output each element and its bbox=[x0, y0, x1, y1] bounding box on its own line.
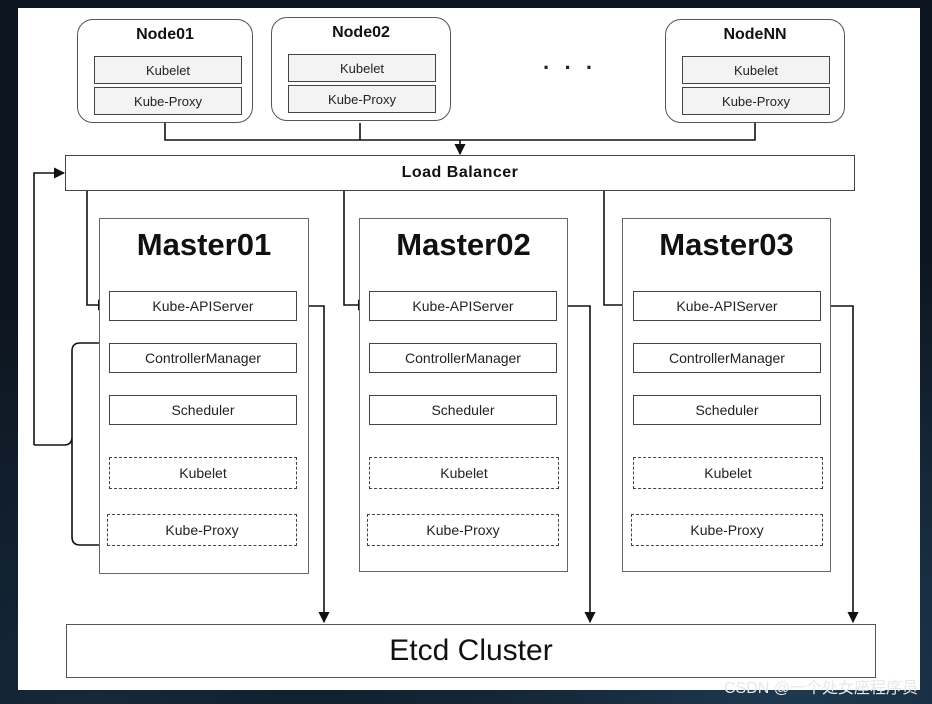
ellipsis: · · · bbox=[543, 55, 598, 80]
node02-kube-proxy: Kube-Proxy bbox=[288, 85, 436, 113]
master01-kubelet: Kubelet bbox=[109, 457, 297, 489]
node02: Node02 Kubelet Kube-Proxy bbox=[271, 17, 451, 121]
nodenn: NodeNN Kubelet Kube-Proxy bbox=[665, 19, 845, 123]
node02-kubelet: Kubelet bbox=[288, 54, 436, 82]
master03-api-to-etcd bbox=[821, 305, 859, 624]
master03-kube-proxy: Kube-Proxy bbox=[631, 514, 823, 546]
master01-title: Master01 bbox=[136, 227, 272, 262]
master02-scheduler: Scheduler bbox=[369, 395, 557, 425]
master01-scheduler: Scheduler bbox=[109, 395, 297, 425]
node01: Node01 Kubelet Kube-Proxy bbox=[77, 19, 253, 123]
master01-kube-apiserver: Kube-APIServer bbox=[109, 291, 297, 321]
node01-kube-proxy: Kube-Proxy bbox=[94, 87, 242, 115]
node01-connector bbox=[164, 123, 460, 141]
node02-title: Node02 bbox=[332, 24, 390, 41]
master02-kube-proxy: Kube-Proxy bbox=[367, 514, 559, 546]
master02-title: Master02 bbox=[396, 227, 531, 262]
master03-scheduler: Scheduler bbox=[633, 395, 821, 425]
watermark: CSDN @一个处女座程序员 bbox=[723, 680, 918, 697]
master02-controller-manager: ControllerManager bbox=[369, 343, 557, 373]
node01-kubelet: Kubelet bbox=[94, 56, 242, 84]
etcd-cluster: Etcd Cluster bbox=[66, 624, 876, 678]
bracket-to-lb-arrow bbox=[33, 167, 66, 445]
master02-api-to-etcd bbox=[557, 305, 596, 624]
master03-kubelet: Kubelet bbox=[633, 457, 823, 489]
master01-bracket bbox=[34, 342, 99, 546]
nodenn-kubelet: Kubelet bbox=[682, 56, 830, 84]
master03-kube-apiserver: Kube-APIServer bbox=[633, 291, 821, 321]
load-balancer: Load Balancer bbox=[65, 155, 855, 191]
nodenn-kube-proxy: Kube-Proxy bbox=[682, 87, 830, 115]
master03-title: Master03 bbox=[659, 227, 794, 262]
master01-kube-proxy: Kube-Proxy bbox=[107, 514, 297, 546]
node01-title: Node01 bbox=[136, 26, 194, 43]
master01-controller-manager: ControllerManager bbox=[109, 343, 297, 373]
nodenn-title: NodeNN bbox=[723, 26, 787, 43]
master03-controller-manager: ControllerManager bbox=[633, 343, 821, 373]
master02-kube-apiserver: Kube-APIServer bbox=[369, 291, 557, 321]
nodenn-connector bbox=[460, 123, 756, 141]
master02-kubelet: Kubelet bbox=[369, 457, 559, 489]
